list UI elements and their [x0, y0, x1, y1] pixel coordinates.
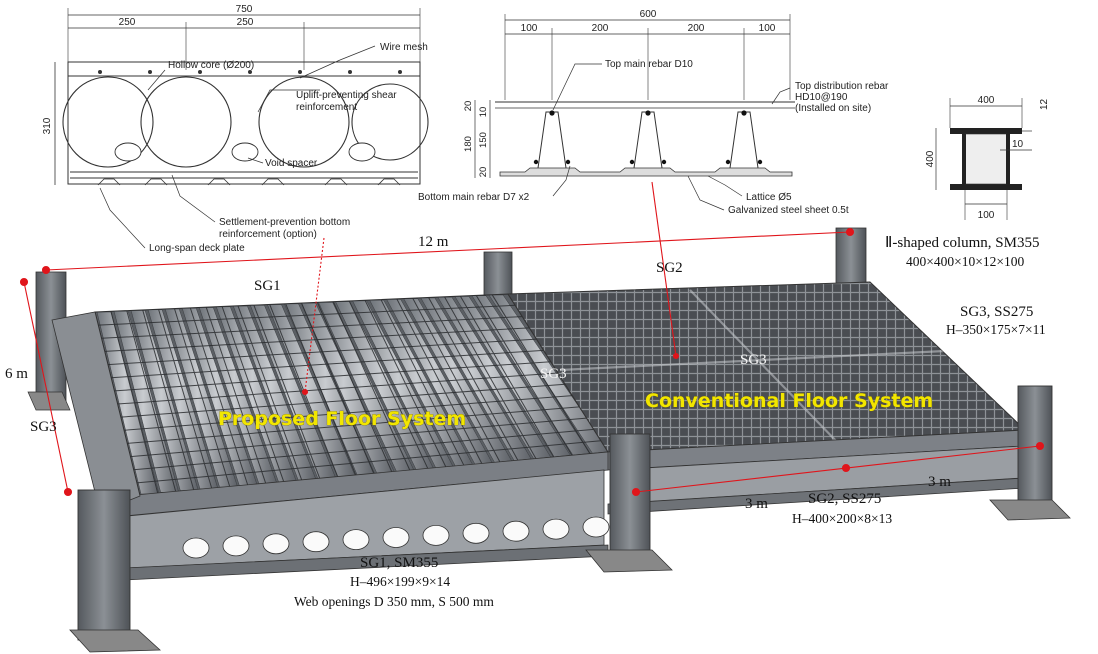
label-settlement-1: Settlement-prevention bottom	[219, 217, 350, 228]
label-sg2-spec-1: SG2, SS275	[808, 491, 881, 507]
label-span-6m: 6 m	[5, 366, 28, 382]
dim-10: 10	[478, 107, 489, 118]
label-span-3m-a: 3 m	[745, 496, 768, 512]
label-sg1-spec-2: H–496×199×9×14	[350, 574, 450, 589]
beam-sg2	[607, 429, 1026, 515]
column-front-left	[69, 489, 162, 653]
proposed-floor-title: Proposed Floor System	[218, 408, 466, 430]
dim-100-a: 100	[521, 23, 538, 34]
label-sg1-spec-3: Web openings D 350 mm, S 500 mm	[294, 594, 494, 609]
dim-20-top: 20	[463, 101, 474, 112]
dim-100-b: 100	[759, 23, 776, 34]
label-column-spec-1: Ⅱ-shaped column, SM355	[885, 235, 1039, 251]
column-front-right	[989, 385, 1071, 521]
proposed-deck	[94, 293, 609, 497]
label-sg3-left: SG3	[30, 419, 57, 435]
lattice-deck-section-detail: 600 100 200 200 100 20 10 150 180 20	[418, 9, 889, 216]
label-sg2-spec-2: H–400×200×8×13	[792, 511, 892, 526]
label-hollow-core: Hollow core (Ø200)	[168, 60, 254, 71]
dim-310: 310	[42, 117, 53, 134]
dim-col-400-w: 400	[978, 95, 995, 106]
label-uplift-2: reinforcement	[296, 102, 357, 113]
label-top-dist-3: (Installed on site)	[795, 103, 871, 114]
beam-sg1	[123, 451, 610, 581]
wire-mesh-left	[95, 294, 608, 496]
label-span-3m-b: 3 m	[928, 474, 951, 490]
label-column-spec-2: 400×400×10×12×100	[906, 254, 1024, 269]
label-wire-mesh: Wire mesh	[380, 42, 428, 53]
label-sg3-spec-1: SG3, SS275	[960, 304, 1033, 320]
label-deck-plate: Long-span deck plate	[149, 243, 245, 254]
dim-col-100: 100	[978, 210, 995, 221]
dim-20-bot: 20	[478, 167, 489, 178]
main-3d-view: 12 m 6 m 3 m 3 m SG1 SG2 SG3 SG3 SG3 Ⅱ-s…	[5, 181, 1071, 653]
label-span-12m: 12 m	[418, 234, 449, 250]
dim-col-10: 10	[1012, 139, 1024, 150]
dim-col-12: 12	[1039, 98, 1050, 110]
label-settlement-2: reinforcement (option)	[219, 229, 317, 240]
dim-250-b: 250	[237, 17, 254, 28]
column-back-right	[835, 227, 867, 289]
label-void-spacer: Void spacer	[265, 158, 318, 169]
label-lattice: Lattice Ø5	[746, 192, 792, 203]
dim-col-400-h: 400	[925, 150, 936, 167]
label-sg1-top: SG1	[254, 278, 281, 294]
dim-250-a: 250	[119, 17, 136, 28]
label-galvanized-sheet: Galvanized steel sheet 0.5t	[728, 205, 849, 216]
dim-600: 600	[640, 9, 657, 20]
label-top-main-rebar: Top main rebar D10	[605, 59, 693, 70]
dim-200-b: 200	[688, 23, 705, 34]
label-top-dist-1: Top distribution rebar	[795, 81, 889, 92]
dim-750: 750	[236, 4, 253, 15]
red-dimension-lines	[19, 181, 1045, 497]
beam-sg3-left	[51, 311, 141, 513]
dim-180: 180	[463, 136, 474, 152]
conventional-floor-title: Conventional Floor System	[645, 390, 933, 412]
web-openings	[182, 516, 610, 559]
column-front-center	[585, 433, 673, 573]
label-top-dist-2: HD10@190	[795, 92, 848, 103]
label-sg3-mid: SG3	[540, 366, 567, 382]
label-uplift-1: Uplift-preventing shear	[296, 90, 397, 101]
label-bottom-main-rebar: Bottom main rebar D7 x2	[418, 192, 530, 203]
label-sg3-right: SG3	[740, 352, 767, 368]
conventional-deck	[507, 281, 1027, 453]
hollow-core-section-detail: 750 250 250 310	[42, 4, 429, 254]
dim-200-a: 200	[592, 23, 609, 34]
label-sg3-spec-2: H–350×175×7×11	[946, 322, 1046, 337]
label-sg1-spec-1: SG1, SM355	[360, 555, 438, 571]
column-section-detail: 400 400 12 10 100	[925, 95, 1050, 221]
dim-150: 150	[478, 132, 489, 148]
label-sg2-top: SG2	[656, 260, 683, 276]
